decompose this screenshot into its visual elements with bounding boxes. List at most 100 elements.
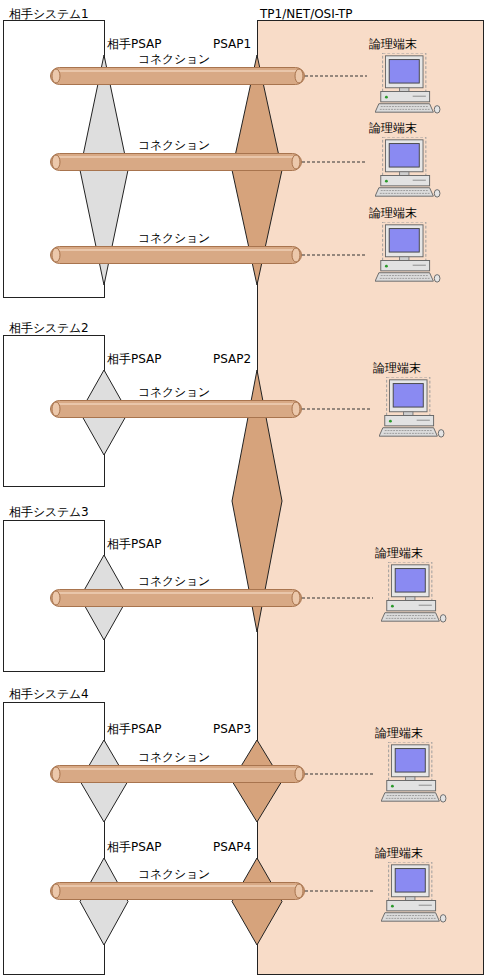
computer-icon [381, 562, 447, 624]
computer-icon [375, 53, 441, 115]
diamond-shape [80, 858, 128, 945]
tube-end [295, 69, 303, 83]
tube-shape [50, 882, 305, 900]
psap-label: 相手PSAP [107, 37, 162, 51]
tube-body [51, 154, 302, 171]
psap-diamond: 相手PSAP [80, 858, 128, 945]
region-name: TP1/NET/OSI-TP [260, 7, 353, 21]
connection-label: コネクション [138, 231, 210, 245]
dashed-link [302, 598, 373, 599]
tube-body [51, 247, 302, 264]
dashed-link [302, 255, 367, 256]
connection-tube: コネクション [50, 882, 305, 900]
tube-highlight [59, 768, 296, 770]
dashed-link [305, 76, 367, 77]
system-name: 相手システム2 [9, 321, 89, 335]
system-name: 相手システム1 [9, 7, 89, 21]
terminal-label: 論理端末 [375, 546, 423, 560]
logical-terminal: 論理端末 [373, 846, 445, 926]
tube-end [52, 69, 60, 83]
psap-label: 相手PSAP [107, 840, 162, 854]
logical-terminal: 論理端末 [367, 121, 439, 201]
logical-terminal: 論理端末 [373, 546, 445, 626]
psap-label: 相手PSAP [107, 722, 162, 736]
system-name: 相手システム3 [9, 505, 89, 519]
connection-tube: コネクション [50, 589, 302, 607]
terminal-label: 論理端末 [375, 726, 423, 740]
computer-icon [381, 742, 447, 804]
computer-icon [375, 53, 440, 113]
terminal-label: 論理端末 [375, 846, 423, 860]
tube-highlight [59, 70, 296, 72]
tube-end [52, 884, 60, 898]
computer-icon [375, 222, 441, 284]
tube-end [52, 591, 60, 605]
computer-icon [375, 222, 440, 282]
connection-tube: コネクション [50, 400, 302, 418]
computer-icon [379, 377, 444, 437]
tube-end [292, 591, 300, 605]
connection-label: コネクション [138, 138, 210, 152]
tube-highlight [59, 249, 293, 251]
tube-shape [50, 765, 305, 783]
tube-end [295, 884, 303, 898]
tube-shape [50, 153, 302, 171]
dashed-link [305, 891, 373, 892]
connection-tube: コネクション [50, 67, 305, 85]
connection-label: コネクション [138, 52, 210, 66]
tube-shape [50, 589, 302, 607]
psap-label: PSAP3 [213, 722, 251, 736]
system-box: 相手システム4 [3, 702, 105, 975]
computer-icon [381, 862, 447, 924]
tube-shape [50, 400, 302, 418]
terminal-label: 論理端末 [369, 206, 417, 220]
dashed-link [302, 409, 371, 410]
tube-body [51, 68, 305, 85]
psap-diamond: PSAP4 [232, 858, 282, 945]
tube-highlight [59, 592, 293, 594]
tube-body [51, 401, 302, 418]
tube-end [295, 767, 303, 781]
logical-terminal: 論理端末 [371, 361, 443, 441]
connection-label: コネクション [138, 867, 210, 881]
tube-body [51, 590, 302, 607]
connection-label: コネクション [138, 385, 210, 399]
computer-icon [381, 742, 446, 802]
logical-terminal: 論理端末 [367, 206, 439, 286]
psap-label: PSAP4 [213, 840, 251, 854]
dashed-link [302, 162, 367, 163]
psap-label: 相手PSAP [107, 352, 162, 366]
connection-label: コネクション [138, 750, 210, 764]
tube-highlight [59, 403, 293, 405]
tube-body [51, 766, 305, 783]
terminal-label: 論理端末 [369, 121, 417, 135]
psap-label: PSAP1 [213, 37, 251, 51]
computer-icon [375, 137, 440, 197]
connection-tube: コネクション [50, 153, 302, 171]
computer-icon [381, 562, 446, 622]
tube-end [52, 248, 60, 262]
diamond-outline [232, 858, 282, 945]
diamond-outline [80, 858, 128, 945]
tube-end [292, 248, 300, 262]
tube-highlight [59, 885, 296, 887]
psap-label: 相手PSAP [107, 537, 162, 551]
psap-label: PSAP2 [213, 352, 251, 366]
computer-icon [375, 137, 441, 199]
tube-end [52, 767, 60, 781]
connection-label: コネクション [138, 574, 210, 588]
tube-highlight [59, 156, 293, 158]
connection-tube: コネクション [50, 765, 305, 783]
system-name: 相手システム4 [9, 687, 89, 701]
tube-end [52, 402, 60, 416]
tube-shape [50, 67, 305, 85]
terminal-label: 論理端末 [369, 37, 417, 51]
connection-tube: コネクション [50, 246, 302, 264]
computer-icon [379, 377, 445, 439]
tube-end [292, 402, 300, 416]
logical-terminal: 論理端末 [373, 726, 445, 806]
tube-body [51, 883, 305, 900]
computer-icon [381, 862, 446, 922]
logical-terminal: 論理端末 [367, 37, 439, 117]
